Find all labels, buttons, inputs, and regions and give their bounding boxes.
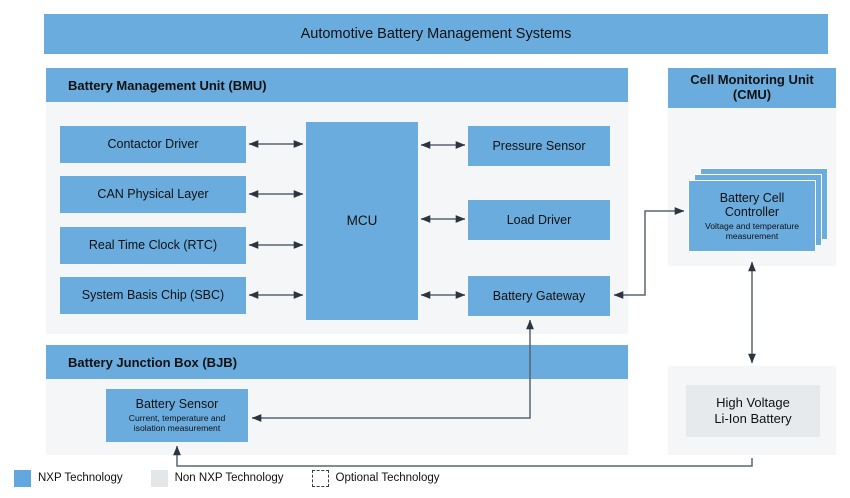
block-pressure-sensor[interactable]: Pressure Sensor [468,126,610,166]
block-label: Load Driver [506,212,572,227]
block-label: CAN Physical Layer [97,187,209,202]
cmu-header-line2: (CMU) [732,87,772,102]
block-high-voltage-battery[interactable]: High Voltage Li-Ion Battery [686,385,820,437]
block-label: Real Time Clock (RTC) [88,238,218,253]
legend-label: NXP Technology [38,472,123,484]
diagram-title: Automotive Battery Management Systems [300,26,572,42]
block-can-physical-layer[interactable]: CAN Physical Layer [60,176,246,213]
controller-subtitle-line2: measurement [725,230,779,241]
block-real-time-clock[interactable]: Real Time Clock (RTC) [60,227,246,264]
block-load-driver[interactable]: Load Driver [468,200,610,240]
bjb-header-label: Battery Junction Box (BJB) [68,354,238,370]
controller-title: Battery Cell Controller [720,191,785,219]
cmu-panel-header: Cell Monitoring Unit (CMU) [668,68,836,108]
block-label: Pressure Sensor [492,138,586,153]
battery-line2: Li-Ion Battery [714,411,792,426]
sensor-subtitle-line1: Current, temperature and [128,413,226,424]
legend-item-nxp: NXP Technology [14,469,123,487]
legend: NXP Technology Non NXP Technology Option… [14,468,440,488]
non-nxp-swatch-icon [150,469,168,487]
controller-subtitle-line1: Voltage and temperature [704,220,800,231]
block-label: System Basis Chip (SBC) [81,288,225,303]
sensor-subtitle-line2: isolation measurement [133,423,221,434]
block-battery-sensor[interactable]: Battery Sensor Current, temperature and … [106,389,248,442]
block-label: Contactor Driver [107,137,199,152]
legend-label: Optional Technology [335,472,440,484]
battery-line1: High Voltage [716,394,790,410]
legend-item-optional: Optional Technology [311,469,440,487]
block-mcu[interactable]: MCU [306,122,418,320]
legend-label: Non NXP Technology [174,472,284,484]
controller-title-line1: Battery Cell [719,190,785,205]
legend-item-non-nxp: Non NXP Technology [150,469,284,487]
sensor-title: Battery Sensor [135,396,219,411]
bmu-panel-header: Battery Management Unit (BMU) [46,68,628,102]
block-battery-cell-controller[interactable]: Battery Cell Controller Voltage and temp… [688,180,816,252]
diagram-title-bar: Automotive Battery Management Systems [44,14,828,54]
block-battery-gateway[interactable]: Battery Gateway [468,276,610,316]
bmu-header-label: Battery Management Unit (BMU) [68,77,267,93]
controller-title-line2: Controller [724,204,780,219]
nxp-swatch-icon [14,469,31,487]
controller-subtitle: Voltage and temperature measurement [704,220,800,242]
sensor-subtitle: Current, temperature and isolation measu… [128,413,226,434]
block-contactor-driver[interactable]: Contactor Driver [60,126,246,163]
block-label: MCU [346,213,378,229]
block-system-basis-chip[interactable]: System Basis Chip (SBC) [60,277,246,314]
block-label: Battery Gateway [492,288,586,303]
optional-dashed-swatch-icon [311,469,329,487]
bjb-panel-header: Battery Junction Box (BJB) [46,345,628,379]
cmu-header-line1: Cell Monitoring Unit [690,72,814,88]
